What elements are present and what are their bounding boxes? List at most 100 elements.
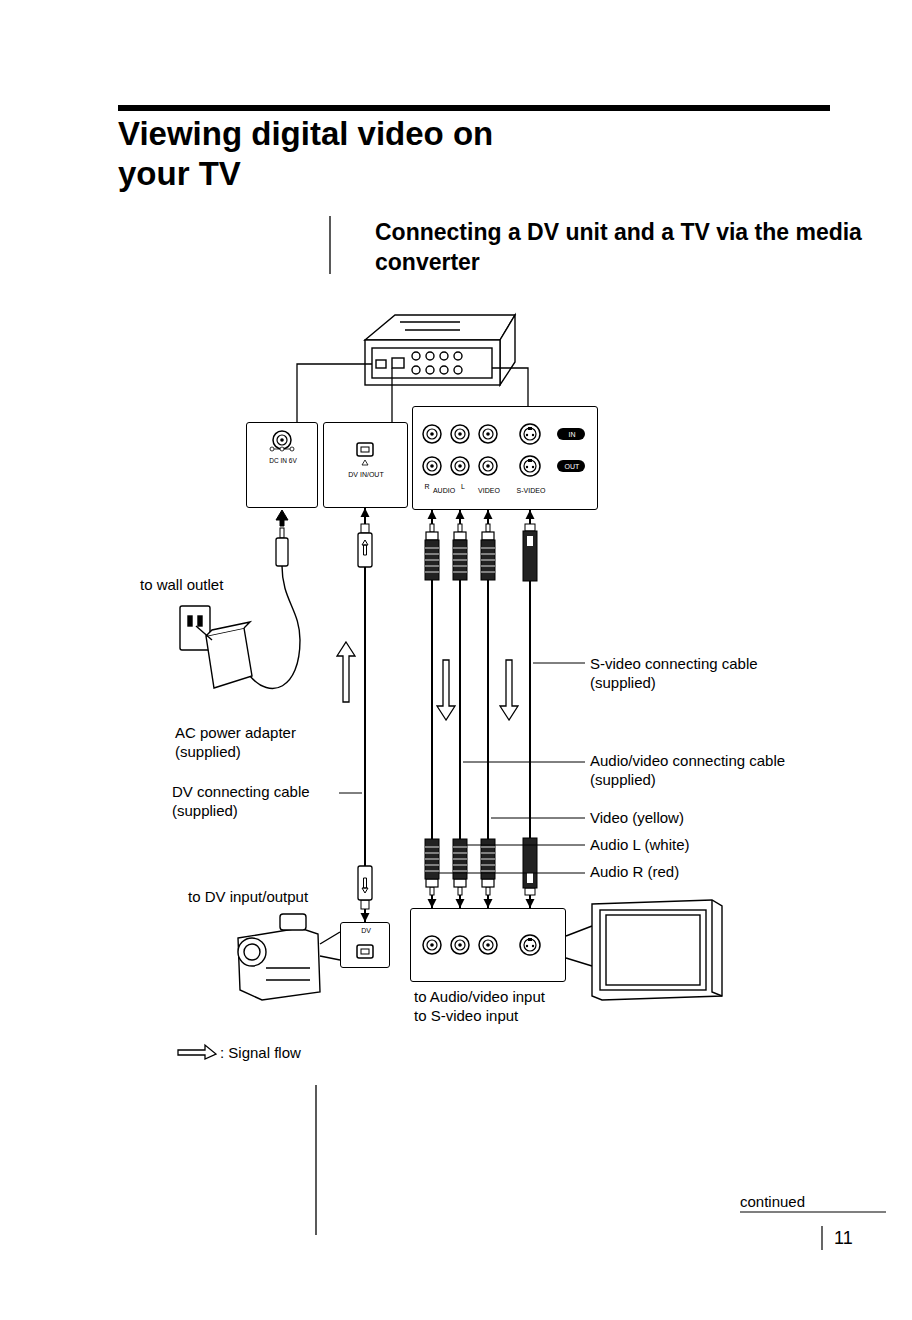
- dv-jack: [361, 447, 369, 452]
- panel-label: DV IN/OUT: [348, 471, 383, 479]
- av-jacks: [520, 456, 540, 476]
- av-jacks: [520, 424, 540, 444]
- dc-jack: [273, 431, 291, 449]
- signal-flow-arrows: [337, 642, 355, 702]
- page-marks: [316, 1085, 886, 1250]
- media-converter: [412, 352, 420, 360]
- av-jacks: [423, 424, 585, 476]
- wall-outlet-adapter: [180, 606, 210, 650]
- plug-label: Video (yellow): [590, 809, 684, 828]
- connector-panel: DV: [340, 922, 390, 968]
- dv-jack: [362, 460, 368, 465]
- av-jacks: [451, 425, 469, 443]
- dc-plug: [250, 566, 300, 688]
- camcorder: [238, 914, 340, 1000]
- callout-label: to wall outlet: [140, 576, 223, 595]
- camcorder: [320, 932, 340, 960]
- wall-outlet-adapter: [188, 616, 192, 626]
- cable: [364, 508, 366, 922]
- wall-outlet-adapter: [198, 616, 202, 626]
- camcorder: [266, 968, 310, 980]
- connector-panel: DC IN 6V: [246, 422, 318, 508]
- av-jacks: [557, 460, 585, 472]
- media-converter: [392, 358, 404, 368]
- av-jacks: [479, 457, 497, 475]
- top-plugs: [453, 524, 467, 580]
- media-converter: [365, 340, 500, 385]
- tv: [600, 910, 706, 990]
- bottom-plugs: [453, 839, 467, 895]
- av-jacks: [479, 425, 497, 443]
- dc-jack: [280, 447, 284, 451]
- media-converter: [400, 322, 460, 330]
- media-converter: [500, 315, 515, 385]
- camcorder: [238, 938, 266, 966]
- plug-label: Audio R (red): [590, 863, 679, 882]
- connector-panel: DV IN/OUT: [323, 422, 408, 508]
- media-converter: [365, 315, 515, 385]
- dc-plug: [276, 510, 288, 526]
- av-jacks: [557, 428, 585, 440]
- panel-label: DC IN 6V: [269, 457, 296, 464]
- wall-outlet-adapter: [206, 622, 250, 636]
- panel-label: S-VIDEO: [517, 487, 546, 495]
- connector-panel: to Audio/video inputto S-video input: [410, 908, 566, 982]
- leader-lines: [467, 845, 585, 846]
- leader-lines: [533, 663, 585, 664]
- page-marks: [740, 1211, 886, 1212]
- signal-flow-arrows: [437, 660, 455, 720]
- media-converter: [454, 366, 462, 374]
- top-plugs: [425, 524, 439, 580]
- media-converter: [365, 315, 515, 340]
- bottom-plugs: [425, 839, 439, 895]
- camcorder: [238, 928, 320, 1000]
- leader-lines: [339, 663, 585, 873]
- dv-jack: [357, 443, 373, 456]
- page-number: 11: [834, 1227, 853, 1250]
- media-converter: [454, 352, 462, 360]
- magnify-lines: [391, 368, 392, 422]
- panel-label: DV: [361, 927, 371, 935]
- wall-outlet-adapter: [206, 628, 252, 688]
- camcorder-dv-jack: [357, 945, 373, 958]
- camcorder-dv-jack: [361, 949, 369, 954]
- heading-bar: [329, 216, 330, 274]
- signal-flow-arrows: [500, 660, 518, 720]
- panel-label: to Audio/video input: [414, 989, 545, 1006]
- legend-text: : Signal flow: [220, 1044, 301, 1063]
- sub-heading: Connecting a DV unit and a TV via the me…: [375, 218, 890, 278]
- callout-label: Audio/video connecting cable (supplied): [590, 752, 830, 790]
- av-jacks: [423, 425, 441, 443]
- tv-input-jacks: [479, 936, 497, 954]
- dc-plug: [280, 528, 284, 538]
- panel-label: L: [461, 483, 465, 491]
- bottom-plugs: [481, 839, 495, 895]
- camcorder: [280, 914, 306, 930]
- media-converter: [440, 366, 448, 374]
- tv-input-jacks: [423, 935, 540, 955]
- page-title: Viewing digital video on your TV: [118, 114, 538, 195]
- wall-outlet-adapter: [180, 606, 252, 688]
- magnify-lines: [492, 368, 528, 406]
- tv: [566, 900, 722, 1000]
- panel-label: IN: [569, 431, 576, 439]
- tv: [592, 900, 722, 1000]
- top-plugs: [358, 524, 537, 581]
- leader-lines: [439, 873, 585, 874]
- panel-label: R: [424, 483, 429, 491]
- leader-lines: [339, 793, 362, 794]
- av-jacks: [451, 457, 469, 475]
- dc-jack: [290, 447, 294, 451]
- plug-label: Audio L (white): [590, 836, 690, 855]
- callout-label: to DV input/output: [188, 888, 308, 907]
- media-converter: [376, 360, 386, 368]
- panel-label: AUDIO: [433, 487, 455, 495]
- top-plugs: [358, 524, 372, 567]
- connector-panel: INOUTRAUDIOLVIDEOS-VIDEO: [412, 406, 598, 510]
- callout-label: AC power adapter (supplied): [175, 724, 325, 762]
- tv: [566, 926, 592, 966]
- page-marks: [821, 1226, 822, 1250]
- media-converter: [440, 352, 448, 360]
- tv: [712, 900, 722, 996]
